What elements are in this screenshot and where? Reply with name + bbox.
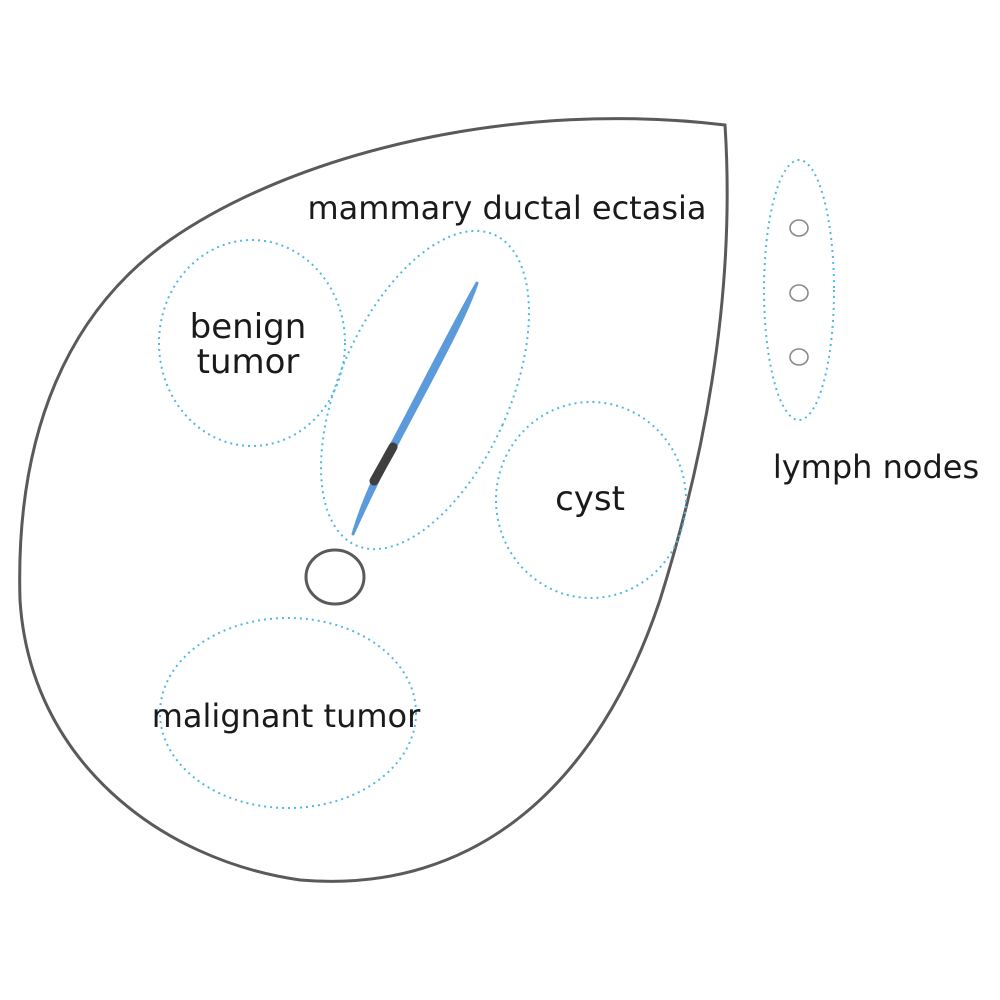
label-mammary-ductal-ectasia: mammary ductal ectasia [307, 189, 706, 227]
duct-dark-segment [369, 442, 398, 486]
lymph-nodes-region [763, 159, 835, 421]
benign-tumor-region [158, 239, 346, 447]
lymph-node-2 [789, 284, 809, 302]
malignant-tumor-region [159, 617, 417, 809]
label-malignant-tumor: malignant tumor [152, 697, 421, 735]
nipple-circle [304, 548, 366, 606]
lymph-node-1 [789, 219, 809, 237]
breast-outline [18, 117, 729, 883]
label-cyst: cyst [555, 479, 625, 519]
label-lymph-nodes: lymph nodes [773, 448, 979, 486]
label-benign-tumor-line2: tumor [197, 342, 300, 382]
ductal-ectasia-region [320, 229, 530, 551]
cyst-region [495, 401, 687, 599]
dilated-duct [351, 281, 479, 536]
lymph-node-3 [789, 348, 809, 366]
label-benign-tumor-line1: benign [190, 307, 307, 347]
